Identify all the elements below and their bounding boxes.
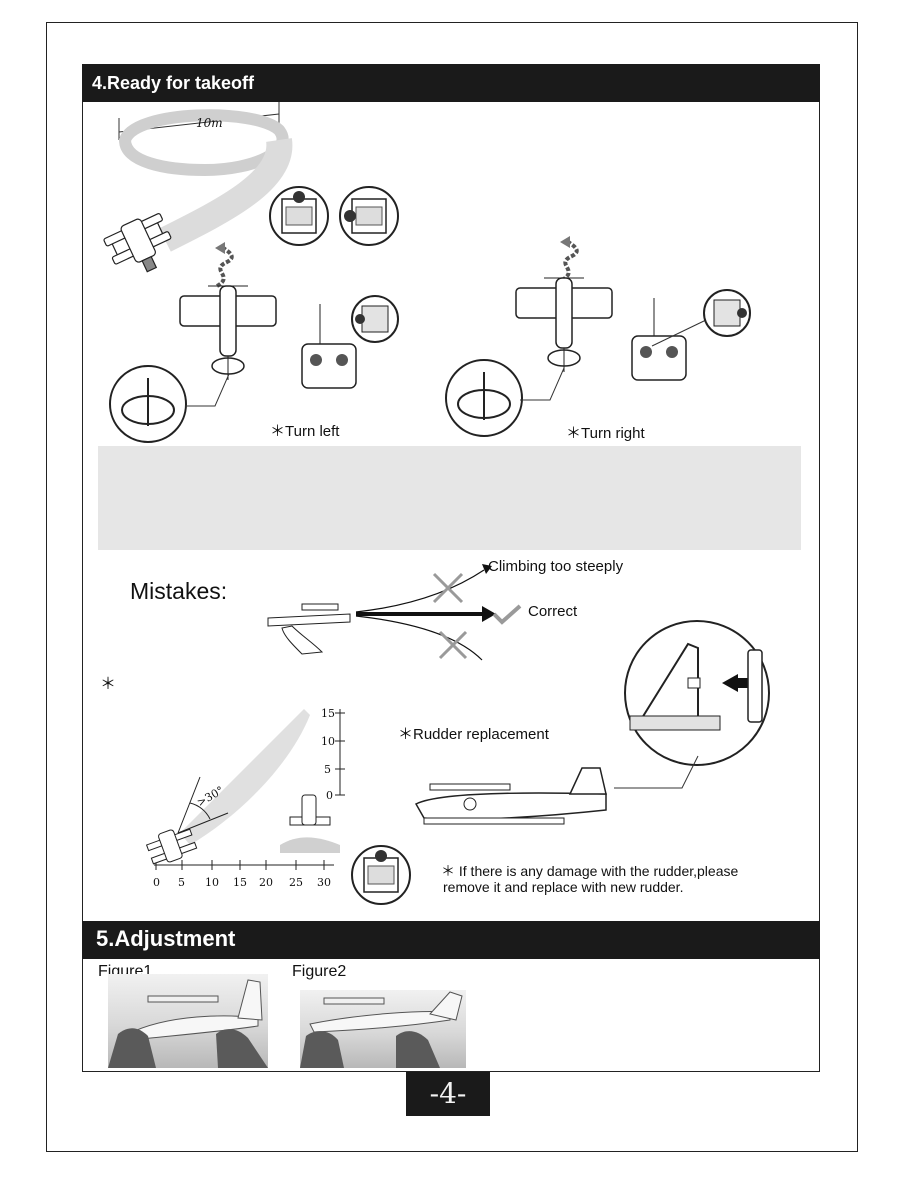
stick-circle-right-zoom-icon bbox=[703, 289, 751, 337]
page-number: -4- bbox=[406, 1072, 490, 1116]
tail-detail-right-circle bbox=[445, 359, 523, 437]
airplane-top-view-right bbox=[515, 277, 613, 372]
turn-left-label: ＊Turn left bbox=[270, 423, 340, 440]
tail-detail-left-circle bbox=[109, 365, 187, 443]
rudder-replacement-heading: ＊Rudder replacement bbox=[398, 726, 549, 743]
y-tick-10: 10 bbox=[321, 735, 335, 748]
stick-circle-bottom-icon bbox=[351, 845, 411, 905]
stick-circle-left-icon bbox=[339, 186, 399, 246]
section-4-header: 4.Ready for takeoff bbox=[82, 64, 820, 102]
biplane-side-illustration bbox=[414, 767, 607, 825]
x-tick-10: 10 bbox=[205, 876, 219, 889]
y-tick-15: 15 bbox=[321, 707, 335, 720]
x-tick-5: 5 bbox=[178, 876, 185, 889]
x-tick-0: 0 bbox=[153, 876, 160, 889]
flight-loop-diagram bbox=[118, 102, 293, 252]
stick-circle-center-icon bbox=[269, 186, 329, 246]
asterisk-note: ＊ bbox=[100, 676, 117, 693]
callout-line-right bbox=[520, 367, 565, 401]
airplane-top-view-left bbox=[179, 285, 277, 380]
correct-label: Correct bbox=[528, 603, 578, 620]
turn-arrow-left-icon bbox=[215, 242, 234, 288]
stick-circle-left-zoom-icon bbox=[351, 295, 399, 343]
figure2-label: Figure2 bbox=[292, 963, 347, 980]
rudder-note-line2: remove it and replace with new rudder. bbox=[443, 879, 684, 895]
y-tick-5: 5 bbox=[324, 763, 331, 776]
biplane-icon bbox=[103, 213, 172, 273]
rudder-callout-line bbox=[614, 755, 699, 789]
figure2-photo bbox=[300, 990, 466, 1068]
x-tick-25: 25 bbox=[289, 876, 303, 889]
page-frame bbox=[46, 22, 858, 1152]
hand-launch-plane-illustration bbox=[267, 603, 351, 655]
callout-line-left bbox=[185, 373, 230, 407]
x-tick-30: 30 bbox=[317, 876, 331, 889]
section-4-title: 4.Ready for takeoff bbox=[92, 73, 255, 93]
turn-right-label: ＊Turn right bbox=[566, 425, 645, 442]
callout-line-transmitter-right bbox=[651, 319, 707, 347]
x-tick-20: 20 bbox=[259, 876, 273, 889]
grey-note-panel bbox=[98, 446, 801, 550]
mistakes-heading: Mistakes: bbox=[130, 578, 228, 604]
y-tick-0: 0 bbox=[326, 789, 333, 802]
climbing-too-steeply-label: Climbing too steeply bbox=[488, 558, 624, 575]
distance-label: 10m bbox=[196, 116, 223, 130]
x-tick-15: 15 bbox=[233, 876, 247, 889]
trajectory-diagram bbox=[355, 564, 522, 661]
turn-arrow-right-icon bbox=[560, 236, 579, 282]
rudder-note-line1: ＊ If there is any damage with the rudder… bbox=[441, 863, 739, 879]
transmitter-left-icon bbox=[301, 304, 357, 389]
climb-chart-axes bbox=[145, 709, 345, 870]
transmitter-right-icon bbox=[631, 298, 687, 381]
rudder-detail-circle bbox=[624, 620, 770, 766]
figure1-photo bbox=[108, 974, 268, 1068]
section-5-title: 5.Adjustment bbox=[96, 926, 236, 951]
section-5-header: 5.Adjustment bbox=[82, 921, 820, 959]
